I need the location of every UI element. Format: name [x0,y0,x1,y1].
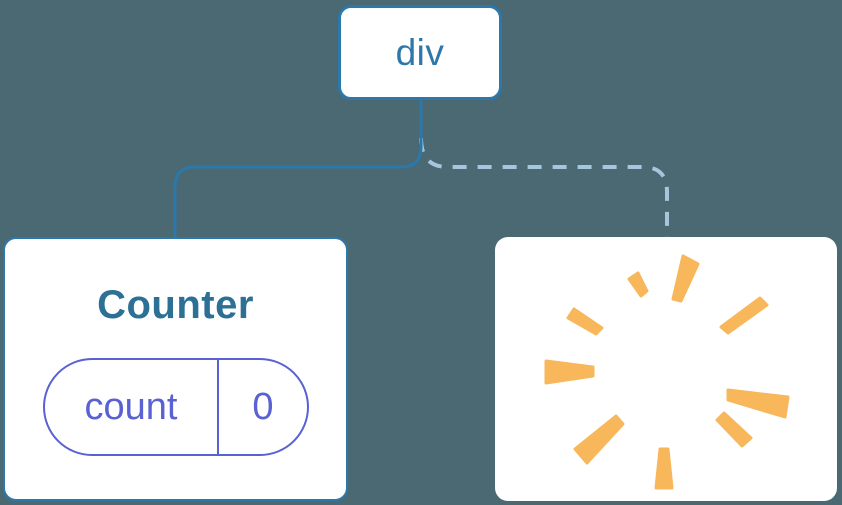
burst-ray [573,414,625,465]
burst-ray [726,388,790,419]
burst-ray [566,307,604,336]
poof-burst-icon [544,254,790,490]
burst-ray [627,271,649,298]
counter-title: Counter [97,283,254,327]
dashed-link-line [419,137,669,237]
counter-component-card: Counter count 0 [3,237,348,501]
removed-component-card [495,237,837,501]
burst-ray [654,447,674,490]
burst-ray [715,411,753,448]
state-key-label: count [84,385,178,428]
state-pill: count 0 [43,358,309,456]
root-node-label: div [395,31,445,73]
burst-ray [671,254,700,303]
root-node-div: div [338,5,502,100]
pill-divider [217,360,219,454]
burst-ray [719,296,769,335]
state-value-label: 0 [252,385,274,428]
burst-ray [544,359,595,385]
solid-link-line [173,100,423,237]
